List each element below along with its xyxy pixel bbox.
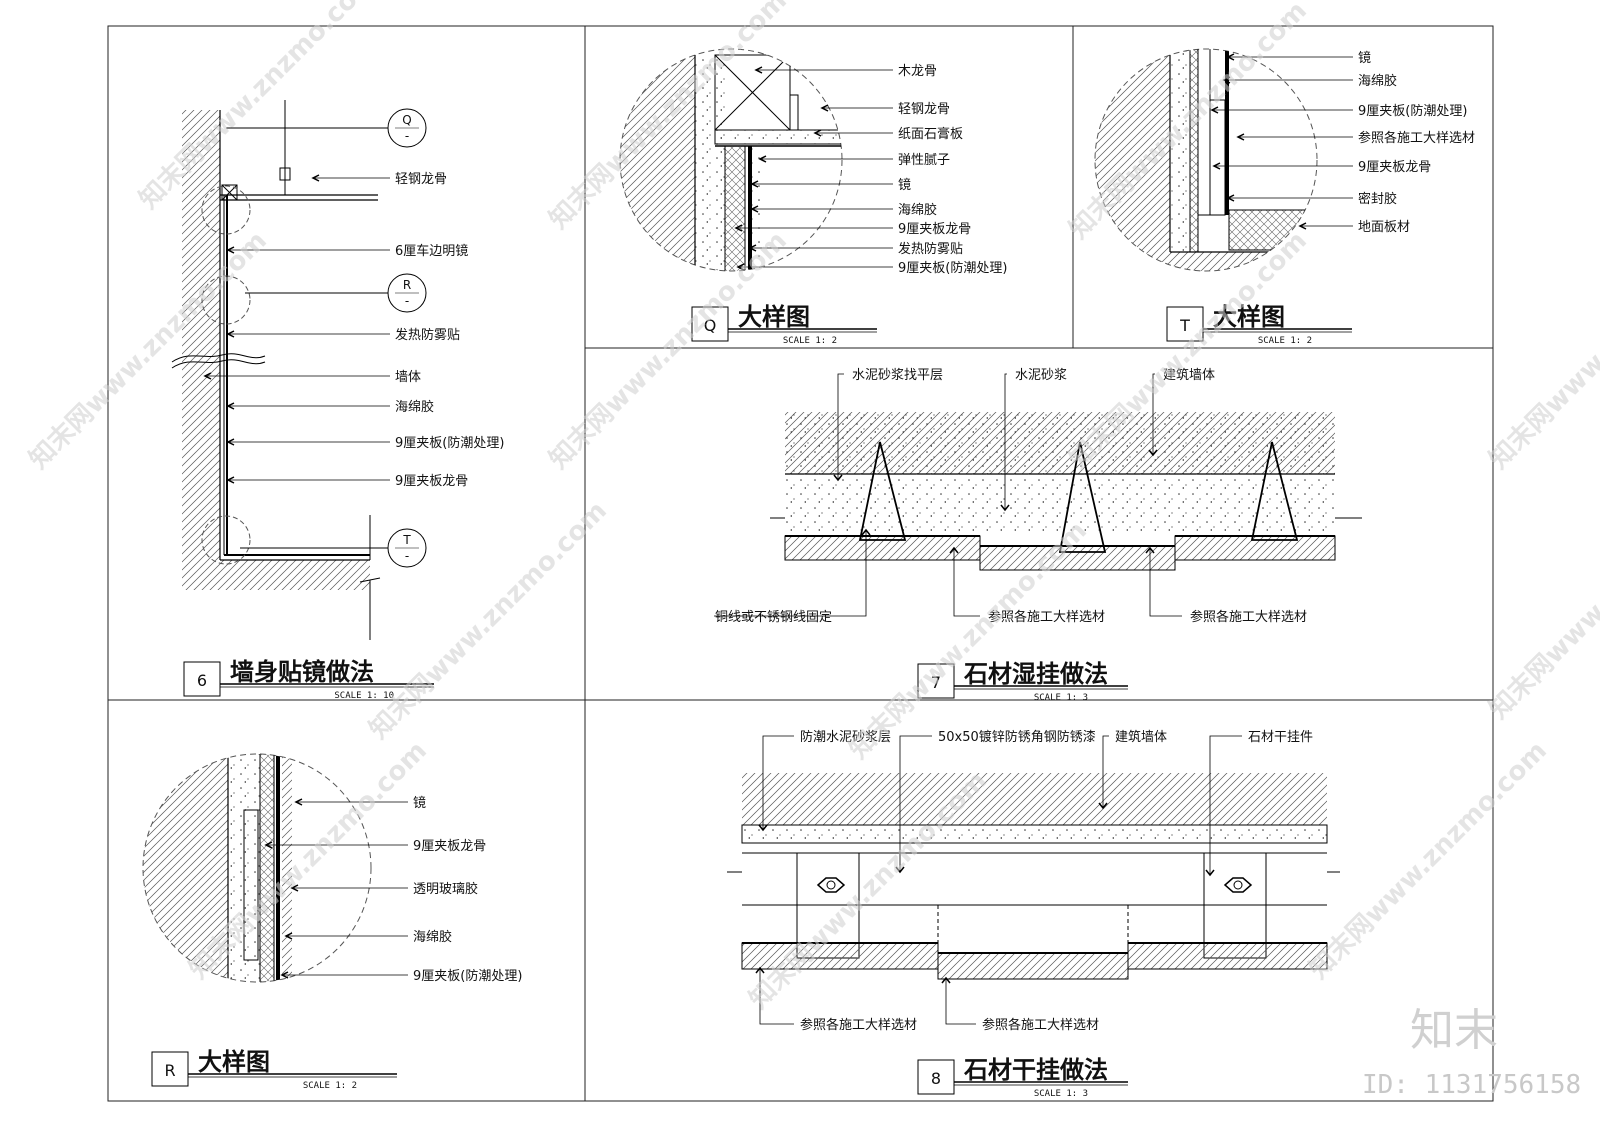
detail-6-label: 发热防雾贴 xyxy=(395,327,460,343)
detail-6-label: 墙体 xyxy=(395,370,421,385)
title-tag: T xyxy=(1179,316,1190,335)
detail-scale: SCALE 1: 2 xyxy=(1258,336,1312,346)
watermark-id: ID: 1131756158 xyxy=(1362,1070,1581,1100)
detail-T-label: 地面板材 xyxy=(1358,220,1410,235)
detail-Q-label: 纸面石膏板 xyxy=(898,126,963,142)
detail-8-top-label: 50x50镀锌防锈角钢防锈漆 xyxy=(938,729,1096,745)
title-tag-box xyxy=(151,1051,189,1087)
watermark-text: 知末网www.znzmo.com xyxy=(1484,476,1600,725)
detail-6-callout-bubbles: Q - R - T - xyxy=(387,108,427,568)
title-tag-box xyxy=(691,306,729,342)
title-tag-box xyxy=(917,663,955,699)
title-tag-box xyxy=(1166,306,1204,342)
title-tag: R xyxy=(164,1061,175,1080)
detail-title: 大样图 xyxy=(198,1048,270,1076)
detail-title: 石材干挂做法 xyxy=(963,1056,1108,1084)
detail-title: 石材湿挂做法 xyxy=(963,660,1108,688)
detail-Q-label: 镜 xyxy=(898,178,911,193)
detail-title-blocks: 6 墙身贴镜做法 SCALE 1: 10 Q 大样图 SCALE 1: 2 T 大样图 SCAL… xyxy=(151,303,1352,1099)
detail-R-label: 9厘夹板龙骨 xyxy=(413,839,486,854)
detail-7-bottom-label: 铜线或不锈钢线固定 xyxy=(715,610,832,625)
title-tag-box xyxy=(183,661,221,697)
detail-6-wall-mirror xyxy=(171,100,388,640)
callout-bubble xyxy=(387,108,427,148)
detail-Q-label: 发热防雾贴 xyxy=(898,241,963,257)
detail-title: 大样图 xyxy=(1213,303,1285,331)
callout-bubble-sheet: - xyxy=(405,129,409,143)
detail-7-top-label: 建筑墙体 xyxy=(1163,367,1215,383)
watermark-text: 知末网www.znzmo.com xyxy=(134,0,383,215)
callout-bubble xyxy=(387,273,427,313)
detail-R-label: 透明玻璃胶 xyxy=(413,881,478,897)
title-tag: 6 xyxy=(197,671,207,690)
detail-8-bottom-label: 参照各施工大样选材 xyxy=(982,1017,1099,1033)
detail-Q-enlarged xyxy=(619,48,843,272)
detail-8-stone-dry-hang xyxy=(727,773,1340,980)
detail-T-label: 密封胶 xyxy=(1358,191,1397,207)
detail-T-label: 海绵胶 xyxy=(1358,73,1397,89)
detail-scale: SCALE 1: 2 xyxy=(303,1081,357,1091)
detail-Q-label: 弹性腻子 xyxy=(898,153,950,168)
watermark-text: 知末网www.znzmo.com xyxy=(364,496,613,745)
detail-7-stone-wet-hang xyxy=(770,412,1362,571)
title-tag-box xyxy=(917,1059,955,1095)
detail-6-label: 9厘夹板龙骨 xyxy=(395,474,468,489)
detail-R-enlarged xyxy=(142,753,372,983)
callout-bubble-letter: T xyxy=(402,533,411,547)
detail-scale: SCALE 1: 3 xyxy=(1034,1089,1088,1099)
title-tag: 7 xyxy=(931,673,941,692)
detail-Q-label: 轻钢龙骨 xyxy=(898,102,950,117)
detail-scale: SCALE 1: 2 xyxy=(783,336,837,346)
detail-T-label: 9厘夹板龙骨 xyxy=(1358,160,1431,175)
detail-6-label: 海绵胶 xyxy=(395,399,434,415)
watermark-text: 知末网www.znzmo.com xyxy=(1304,736,1553,985)
detail-T-label: 参照各施工大样选材 xyxy=(1358,130,1475,146)
detail-8-top-label: 防潮水泥砂浆层 xyxy=(800,729,891,745)
callout-bubble xyxy=(387,528,427,568)
watermark-text: 知末网www.znzmo.com xyxy=(544,226,793,475)
title-tag: 8 xyxy=(931,1069,941,1088)
detail-title: 大样图 xyxy=(738,303,810,331)
callout-bubble-sheet: - xyxy=(405,549,409,563)
detail-7-top-label: 水泥砂浆 xyxy=(1015,368,1067,383)
callout-bubble-sheet: - xyxy=(405,294,409,308)
detail-6-label: 6厘车边明镜 xyxy=(395,243,468,259)
detail-6-label: 轻钢龙骨 xyxy=(395,172,447,187)
detail-Q-label: 9厘夹板龙骨 xyxy=(898,222,971,237)
detail-7-bottom-label: 参照各施工大样选材 xyxy=(988,609,1105,625)
detail-T-label: 镜 xyxy=(1358,51,1371,66)
detail-6-label: 9厘夹板(防潮处理) xyxy=(395,435,504,451)
detail-7-top-label: 水泥砂浆找平层 xyxy=(852,368,943,383)
watermark-text: 知末网www.znzmo.com xyxy=(24,226,273,475)
detail-8-top-label: 石材干挂件 xyxy=(1248,730,1313,745)
watermark-text: 知末网www.znzmo.com xyxy=(1064,0,1313,245)
detail-scale: SCALE 1: 10 xyxy=(334,691,394,701)
detail-title: 墙身贴镜做法 xyxy=(230,658,374,686)
detail-R-label: 镜 xyxy=(413,796,426,811)
watermark-brand: 知末 xyxy=(1410,1005,1498,1056)
detail-R-label: 海绵胶 xyxy=(413,929,452,945)
detail-Q-label: 海绵胶 xyxy=(898,202,937,218)
detail-Q-label: 木龙骨 xyxy=(898,64,937,79)
detail-Q-label: 9厘夹板(防潮处理) xyxy=(898,260,1007,276)
watermark-text: 知末网www.znzmo.com xyxy=(1484,226,1600,475)
detail-scale: SCALE 1: 3 xyxy=(1034,693,1088,703)
detail-8-bottom-label: 参照各施工大样选材 xyxy=(800,1017,917,1033)
callout-bubble-letter: R xyxy=(403,278,411,292)
detail-T-label: 9厘夹板(防潮处理) xyxy=(1358,103,1467,119)
callout-bubble-letter: Q xyxy=(402,113,411,127)
sheet-frame xyxy=(107,25,1494,1102)
detail-7-bottom-label: 参照各施工大样选材 xyxy=(1190,609,1307,625)
title-tag: Q xyxy=(704,316,717,335)
detail-R-label: 9厘夹板(防潮处理) xyxy=(413,968,522,984)
detail-8-top-label: 建筑墙体 xyxy=(1115,729,1167,745)
